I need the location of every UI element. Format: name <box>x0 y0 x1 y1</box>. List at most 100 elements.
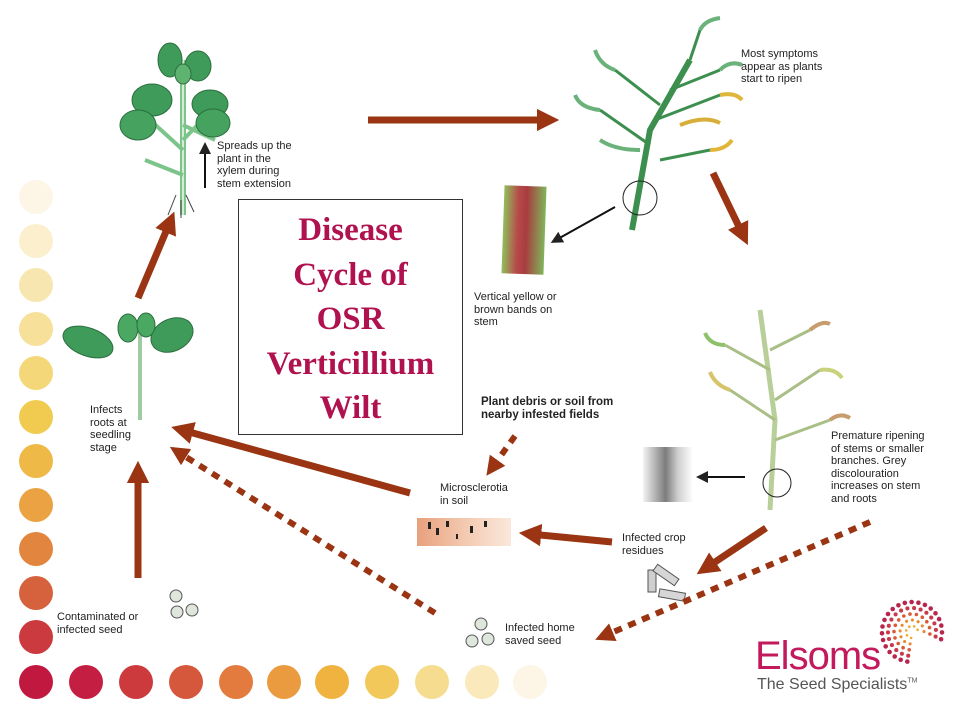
logo-dot <box>898 657 903 663</box>
logo-dot <box>939 623 944 628</box>
logo-dot <box>893 623 898 628</box>
logo-dot <box>899 635 903 639</box>
soil-strip <box>417 518 511 546</box>
logo-dot <box>916 600 921 605</box>
logo-dot <box>887 649 892 655</box>
cycle-arrows <box>126 108 768 578</box>
logo-dot <box>900 623 904 627</box>
label-bands: Vertical yellow or brown bands on stem <box>474 291 557 328</box>
plant-stem-extension <box>119 42 231 218</box>
logo-dot <box>909 636 913 640</box>
logo-dot <box>922 602 928 608</box>
logo-dot <box>896 603 901 608</box>
logo-dot <box>912 606 917 611</box>
dotted-arrow-debris-to-soil <box>486 434 518 476</box>
crop-residue-pieces <box>647 563 687 602</box>
logo-dot <box>908 642 912 646</box>
logo-dot <box>933 634 938 639</box>
logo-dot <box>902 600 908 606</box>
logo-dot <box>886 623 891 628</box>
logo-dot <box>892 629 896 634</box>
title-box <box>238 199 463 435</box>
label-crop-residues: Infected crop residues <box>622 532 686 557</box>
logo-dots-icon <box>879 599 945 664</box>
logo-dot <box>905 634 909 637</box>
logo-dot <box>885 611 891 617</box>
seed-cluster-contaminated <box>169 589 199 619</box>
dotted-arrow-home-seed-to-roots <box>169 446 437 616</box>
logo-dot <box>939 630 945 635</box>
logo-dot <box>929 615 934 620</box>
stem-detail-pointer <box>550 206 616 243</box>
logo-dot <box>898 629 902 633</box>
logo-dot <box>908 612 912 616</box>
stem-band-swatch <box>501 185 547 275</box>
logo-dot <box>883 644 888 649</box>
logo-dot <box>933 611 938 616</box>
logo-dot <box>932 621 937 626</box>
logo-dot <box>916 620 920 624</box>
logo-dot <box>896 641 900 646</box>
logo-dot <box>903 639 907 644</box>
logo-dot <box>889 643 894 648</box>
logo-dot <box>899 608 904 613</box>
logo-dot <box>896 618 901 622</box>
logo-dot <box>927 625 932 630</box>
label-debris: Plant debris or soil from nearby infeste… <box>481 396 614 421</box>
plant-ripening <box>573 16 744 231</box>
dotted-arrow-fields-to-home-seed <box>595 519 872 642</box>
label-spreads: Spreads up the plant in the xylem during… <box>217 140 292 190</box>
logo-dot <box>886 636 892 642</box>
logo-dot <box>882 617 887 623</box>
diagram-title: Disease Cycle of OSR Verticillium Wilt <box>266 212 435 426</box>
logo-dot <box>879 631 885 636</box>
label-symptoms: Most symptoms appear as plants start to … <box>741 48 823 85</box>
logo-dot <box>880 624 885 629</box>
logo-dot <box>916 628 919 632</box>
logo-dot <box>908 625 911 628</box>
arrow-seedling-to-stem <box>134 211 176 300</box>
logo-dot <box>893 636 897 640</box>
logo-dot <box>912 625 916 628</box>
logo-dot <box>907 648 911 652</box>
logo-dot <box>920 624 924 628</box>
dotted-arrows <box>169 434 872 642</box>
arrow-premature-to-residues <box>696 525 768 575</box>
logo-dot <box>924 610 929 615</box>
logo-dot <box>938 636 944 642</box>
grey-stem-swatch <box>643 447 693 502</box>
label-contaminated: Contaminated or infected seed <box>57 611 139 636</box>
logo-dot <box>928 632 932 636</box>
logo-dot <box>933 627 938 632</box>
label-premature: Premature ripening of stems or smaller b… <box>831 430 925 505</box>
label-microsclerotia: Microsclerotia in soil <box>440 482 508 507</box>
logo-dot <box>880 637 886 643</box>
logo-dot <box>904 629 908 632</box>
logo-trademark: TM <box>907 677 918 685</box>
logo-dot <box>905 619 909 623</box>
logo-dot <box>914 612 919 617</box>
logo-dot <box>909 599 914 605</box>
arrow-ripening-to-premature <box>709 171 749 246</box>
arrow-residues-to-soil <box>518 523 613 547</box>
decorative-dots <box>19 180 547 699</box>
logo-dot <box>920 615 925 619</box>
logo-dot <box>906 653 911 658</box>
logo-dot <box>890 606 895 612</box>
arrow-soil-to-roots <box>171 422 411 497</box>
logo-dot <box>894 648 899 653</box>
logo-dot <box>885 630 891 635</box>
logo-dot <box>910 618 914 622</box>
logo-dot <box>901 645 905 650</box>
logo-dot <box>918 607 923 612</box>
logo-dot <box>889 617 894 622</box>
seed-cluster-home-saved <box>465 617 495 648</box>
logo-wordmark: Elsoms <box>755 634 881 678</box>
logo-dot <box>905 659 910 664</box>
logo-dot <box>892 654 897 659</box>
plant-premature-ripening <box>703 309 852 511</box>
logo-tagline-text: The Seed Specialists <box>757 676 908 693</box>
logo-dot <box>899 651 904 656</box>
logo-dot <box>936 616 942 622</box>
